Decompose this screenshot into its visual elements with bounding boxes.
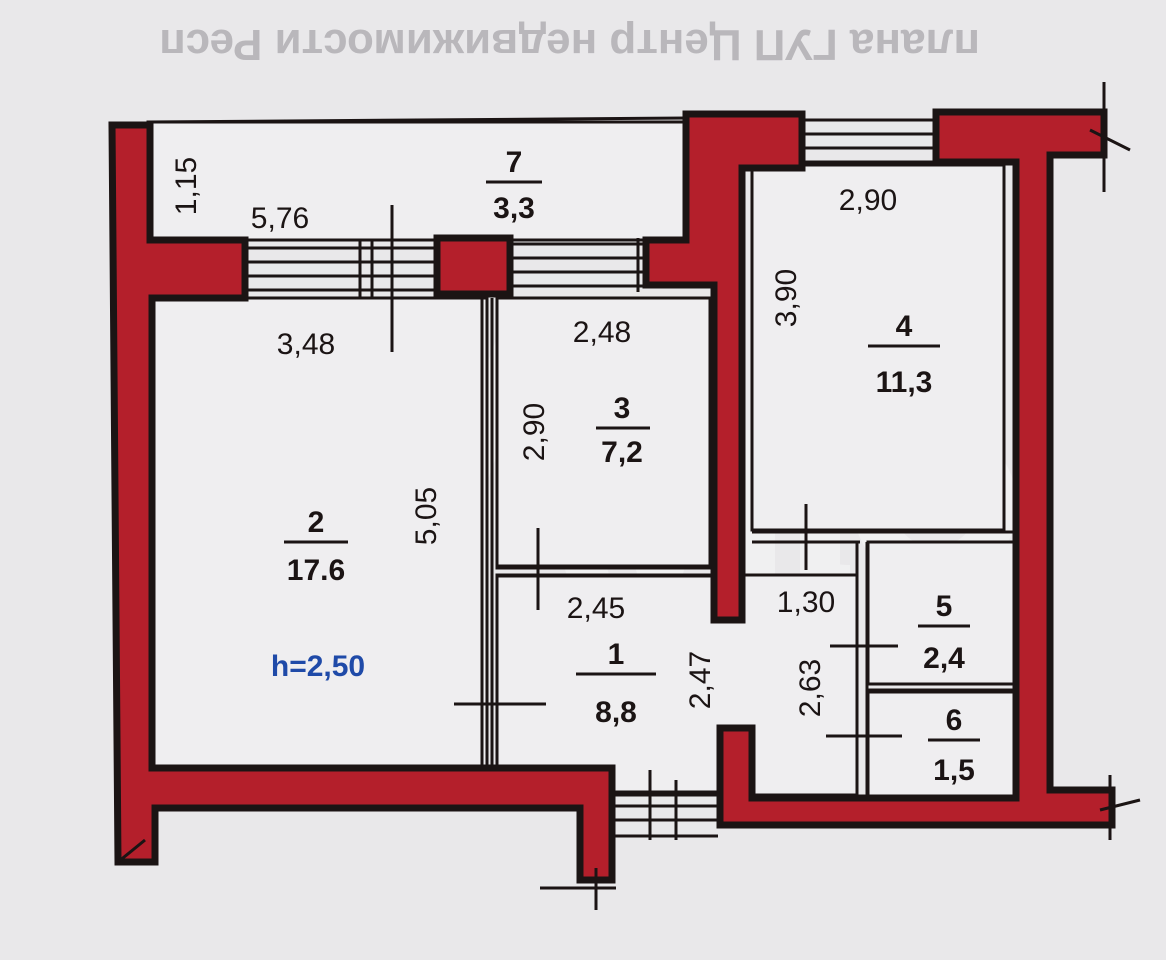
room-label-4: 4 11,3	[868, 310, 940, 399]
room-label-2: 2 17.6	[284, 506, 348, 587]
room-7-balcony	[146, 120, 690, 242]
svg-text:8,8: 8,8	[595, 696, 637, 729]
svg-text:6: 6	[946, 704, 963, 737]
dim-room4-length: 3,90	[770, 269, 803, 327]
windows	[245, 118, 936, 840]
dim-bath-length: 2,63	[794, 659, 827, 717]
dim-balcony-depth: 1,15	[170, 157, 203, 215]
svg-text:3: 3	[614, 392, 631, 425]
entrance-door	[612, 770, 718, 840]
room-3	[495, 296, 712, 570]
dim-hall-length: 2,47	[684, 651, 717, 709]
wall-center	[642, 110, 806, 624]
room-label-6: 6 1,5	[928, 704, 980, 787]
window-bottom-mid	[510, 238, 646, 292]
svg-text:17.6: 17.6	[287, 554, 345, 587]
header-text: плана ГУП Центр недвижимости Респ	[159, 20, 980, 69]
dim-balcony-length: 5,76	[251, 202, 309, 235]
dim-room3-width: 2,48	[573, 316, 631, 349]
svg-text:3,3: 3,3	[493, 192, 535, 225]
ceiling-height-label: h=2,50	[271, 650, 365, 683]
svg-text:7: 7	[506, 146, 523, 179]
dim-bath-width: 1,30	[777, 586, 835, 619]
svg-text:4: 4	[896, 310, 913, 343]
wall-left	[108, 121, 616, 884]
wall-right	[716, 108, 1116, 829]
svg-text:11,3: 11,3	[876, 366, 933, 399]
room-label-7: 7 3,3	[486, 146, 542, 225]
svg-text:2,4: 2,4	[923, 642, 965, 675]
room-label-3: 3 7,2	[596, 392, 650, 469]
dim-room2-length: 5,05	[410, 487, 443, 545]
svg-text:1: 1	[608, 638, 625, 671]
dim-room2-width: 3,48	[277, 328, 335, 361]
dim-room3-length: 2,90	[518, 403, 551, 461]
svg-text:5: 5	[936, 590, 953, 623]
svg-text:1,5: 1,5	[933, 754, 975, 787]
dim-room4-width: 2,90	[839, 184, 897, 217]
partitions	[147, 116, 1014, 796]
dim-hall-width: 2,45	[567, 592, 625, 625]
wall-pier-mid	[433, 234, 514, 298]
window-bottom-left	[245, 205, 437, 352]
room-2	[150, 296, 489, 770]
svg-text:2: 2	[308, 506, 325, 539]
svg-text:7,2: 7,2	[601, 436, 643, 469]
room-label-1: 1 8,8	[576, 638, 656, 729]
window-top-right	[802, 118, 936, 164]
walls	[108, 108, 1116, 884]
door-ticks	[117, 82, 1141, 910]
room-label-5: 5 2,4	[918, 590, 970, 675]
